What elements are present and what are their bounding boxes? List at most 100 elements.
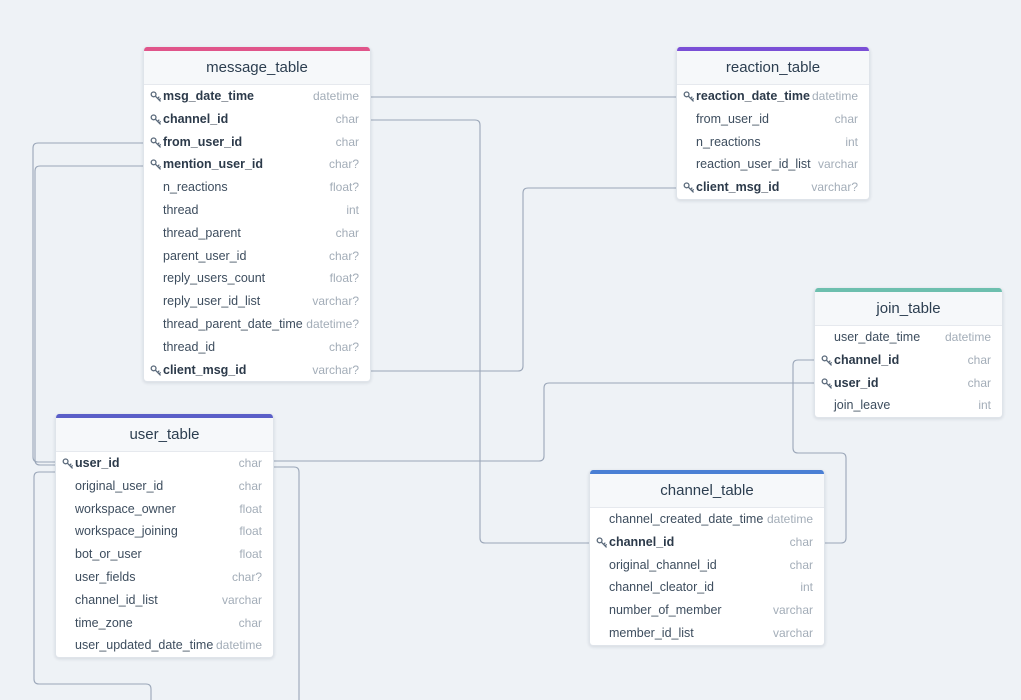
field-type: float: [239, 501, 262, 516]
key-icon: [150, 158, 162, 171]
field-type: int: [800, 580, 813, 595]
field-name: channel_id: [609, 534, 675, 549]
field-type: datetime: [766, 512, 813, 526]
key-icon: [821, 354, 833, 366]
table-title[interactable]: message_table: [144, 51, 370, 85]
field-type: datetime: [215, 638, 262, 653]
field-type: char: [238, 615, 262, 630]
field-type: varchar: [772, 603, 813, 618]
field-row[interactable]: workspace_owner float: [56, 498, 273, 521]
key-icon: [150, 113, 162, 125]
field-name: from_user_id: [696, 111, 769, 126]
field-name: number_of_member: [609, 603, 722, 618]
field-name: msg_date_time: [163, 89, 255, 103]
relationship-line[interactable]: [272, 466, 300, 700]
relationship-line[interactable]: [792, 359, 847, 544]
relationship-line[interactable]: [34, 165, 143, 466]
table-title[interactable]: user_table: [56, 418, 273, 452]
field-type: varchar?: [312, 362, 359, 377]
field-name: user_id: [834, 375, 879, 390]
field-name: channel_id: [834, 352, 900, 367]
table-title[interactable]: reaction_table: [677, 51, 869, 85]
key-icon: [150, 90, 162, 102]
relationship-line[interactable]: [272, 382, 814, 462]
field-type: varchar: [221, 592, 262, 607]
field-name: time_zone: [75, 615, 133, 630]
field-row[interactable]: user_id char: [815, 372, 1002, 395]
relationship-line[interactable]: [33, 471, 152, 700]
field-name: thread_parent: [163, 225, 241, 240]
field-name: member_id_list: [609, 625, 694, 640]
field-type: char: [238, 478, 262, 493]
field-name: client_msg_id: [696, 180, 780, 195]
field-type: char: [967, 375, 991, 390]
field-name: original_channel_id: [609, 557, 717, 572]
field-name: mention_user_id: [163, 157, 264, 172]
field-type: varchar: [817, 157, 858, 172]
key-icon: [596, 536, 608, 548]
table-accent-bar: [815, 288, 1002, 292]
field-type: int: [978, 398, 991, 413]
table-title[interactable]: join_table: [815, 292, 1002, 326]
field-row[interactable]: time_zone char: [56, 612, 273, 635]
field-type: int: [346, 202, 359, 217]
key-icon: [150, 136, 162, 148]
field-row[interactable]: channel_id_list varchar: [56, 589, 273, 612]
table-accent-bar: [590, 470, 824, 474]
relationship-line[interactable]: [369, 187, 676, 372]
key-icon: [683, 181, 695, 193]
field-name: n_reactions: [163, 180, 228, 195]
field-name: bot_or_user: [75, 547, 142, 562]
field-type: char: [238, 456, 262, 470]
field-name: channel_id_list: [75, 592, 158, 607]
field-type: char?: [328, 248, 359, 263]
field-type: int: [845, 134, 858, 149]
relationship-line[interactable]: [369, 119, 589, 544]
field-name: workspace_owner: [75, 501, 176, 516]
field-type: char: [335, 134, 359, 149]
field-row[interactable]: number_of_member varchar: [590, 599, 824, 622]
table-title[interactable]: channel_table: [590, 474, 824, 508]
field-name: thread_id: [163, 339, 216, 354]
relationship-line[interactable]: [32, 142, 143, 463]
field-name: user_updated_date_time: [75, 638, 214, 653]
